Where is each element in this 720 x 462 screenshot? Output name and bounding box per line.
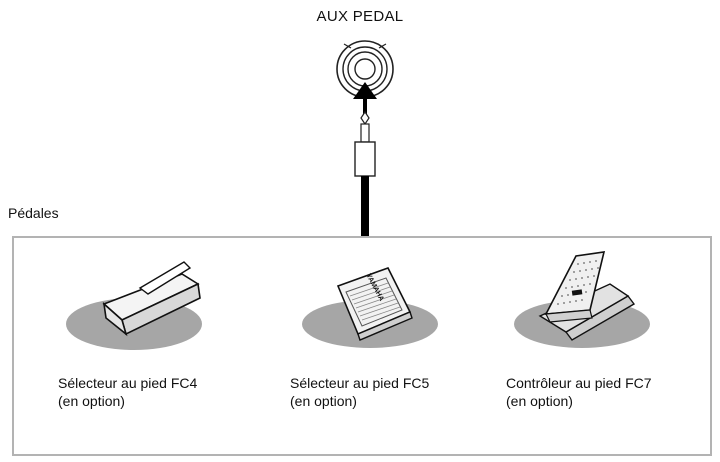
fc5-name: Sélecteur au pied FC5 [290, 375, 430, 391]
fc7-note: (en option) [506, 393, 573, 409]
pedal-option-fc4: Sélecteur au pied FC4 (en option) [56, 238, 276, 456]
fc4-caption: Sélecteur au pied FC4 (en option) [58, 374, 197, 410]
aux-pedal-label: AUX PEDAL [316, 8, 404, 25]
fc4-sustain-pedal-icon [66, 261, 202, 350]
pedal-option-fc7: Contrôleur au pied FC7 (en option) [506, 238, 720, 456]
pedal-options-box: Sélecteur au pied FC4 (en option) YAMAHA… [12, 236, 712, 456]
jack-and-cable [336, 40, 394, 238]
fc5-note: (en option) [290, 393, 357, 409]
pedals-section-label: Pédales [8, 205, 59, 221]
fc7-expression-pedal-icon [514, 251, 650, 348]
aux-pedal-jack-icon [336, 40, 394, 98]
fc7-name: Contrôleur au pied FC7 [506, 375, 652, 391]
pedal-cable [361, 176, 369, 238]
fc5-caption: Sélecteur au pied FC5 (en option) [290, 374, 429, 410]
fc5-footswitch-icon: YAMAHA [302, 267, 438, 348]
fc4-name: Sélecteur au pied FC4 [58, 375, 198, 391]
fc7-caption: Contrôleur au pied FC7 (en option) [506, 374, 652, 410]
fc4-note: (en option) [58, 393, 125, 409]
pedal-option-fc5: YAMAHA Sélecteur au pied FC5 (en option) [290, 238, 510, 456]
plug-icon [354, 110, 376, 177]
